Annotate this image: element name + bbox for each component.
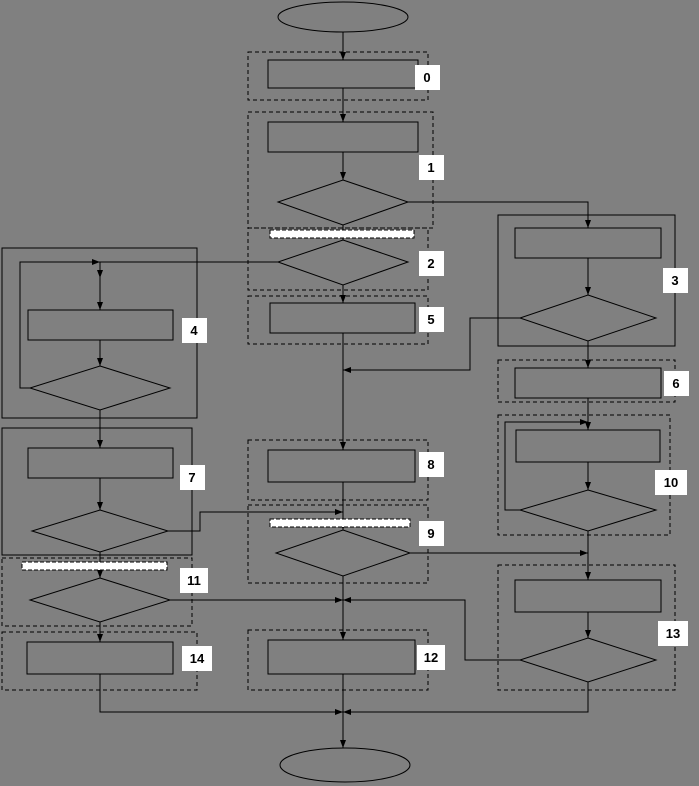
label-box-6 — [664, 371, 689, 396]
start-terminator — [277, 1, 409, 33]
edge-10-loop-back — [504, 419, 588, 511]
decision-11 — [28, 577, 172, 623]
label-box-2 — [419, 251, 444, 276]
edge-13-to-12 — [343, 597, 520, 661]
label-10: 10 — [664, 475, 678, 490]
label-box-9 — [419, 521, 444, 546]
highlight-bar-11 — [21, 561, 168, 571]
label-box-12 — [417, 645, 445, 670]
label-0: 0 — [423, 70, 430, 85]
label-box-14 — [182, 646, 212, 671]
decision-10 — [518, 489, 658, 532]
edge-1-to-3 — [408, 201, 591, 228]
label-7: 7 — [188, 470, 195, 485]
process-13 — [514, 579, 662, 613]
process-3 — [514, 227, 662, 259]
label-box-13 — [658, 621, 688, 646]
decision-7 — [30, 509, 170, 553]
process-10 — [515, 429, 661, 463]
label-11: 11 — [187, 573, 201, 588]
label-1: 1 — [427, 160, 434, 175]
edge-14-to-end — [99, 674, 343, 715]
decision-4 — [28, 365, 172, 411]
edge-13-to-end — [343, 682, 589, 715]
end-terminator — [279, 747, 411, 783]
label-box-8 — [419, 452, 444, 477]
label-3: 3 — [671, 273, 678, 288]
decision-1 — [276, 179, 410, 226]
process-0 — [267, 59, 419, 89]
process-4 — [27, 309, 174, 341]
label-box-7 — [180, 465, 205, 490]
decision-13 — [518, 637, 658, 683]
label-13: 13 — [666, 626, 680, 641]
process-14 — [26, 641, 174, 675]
label-box-5 — [419, 307, 444, 332]
highlight-bar-9 — [269, 518, 411, 528]
label-box-10 — [655, 470, 687, 495]
edge-3-to-8 — [343, 317, 520, 373]
decision-3 — [518, 294, 658, 342]
group-box-7 — [1, 427, 193, 556]
process-6 — [514, 367, 662, 399]
edge-4-loop-back — [19, 259, 100, 389]
process-5 — [269, 302, 416, 334]
label-box-3 — [663, 268, 688, 293]
label-box-4 — [182, 318, 207, 343]
decision-9 — [274, 529, 412, 577]
label-2: 2 — [427, 256, 434, 271]
edge-7-to-9 — [168, 509, 343, 532]
highlight-bar-2 — [269, 229, 415, 239]
label-box-0 — [415, 65, 440, 90]
process-8 — [267, 449, 416, 483]
process-7 — [27, 447, 174, 479]
decision-2 — [276, 239, 410, 286]
label-8: 8 — [427, 457, 434, 472]
label-box-1 — [419, 155, 444, 180]
label-box-11 — [180, 568, 208, 593]
process-12 — [267, 639, 416, 675]
label-4: 4 — [190, 323, 198, 338]
label-12: 12 — [424, 650, 438, 665]
process-1 — [267, 121, 419, 153]
label-14: 14 — [190, 651, 205, 666]
label-9: 9 — [427, 526, 434, 541]
label-6: 6 — [672, 376, 679, 391]
label-5: 5 — [427, 312, 434, 327]
